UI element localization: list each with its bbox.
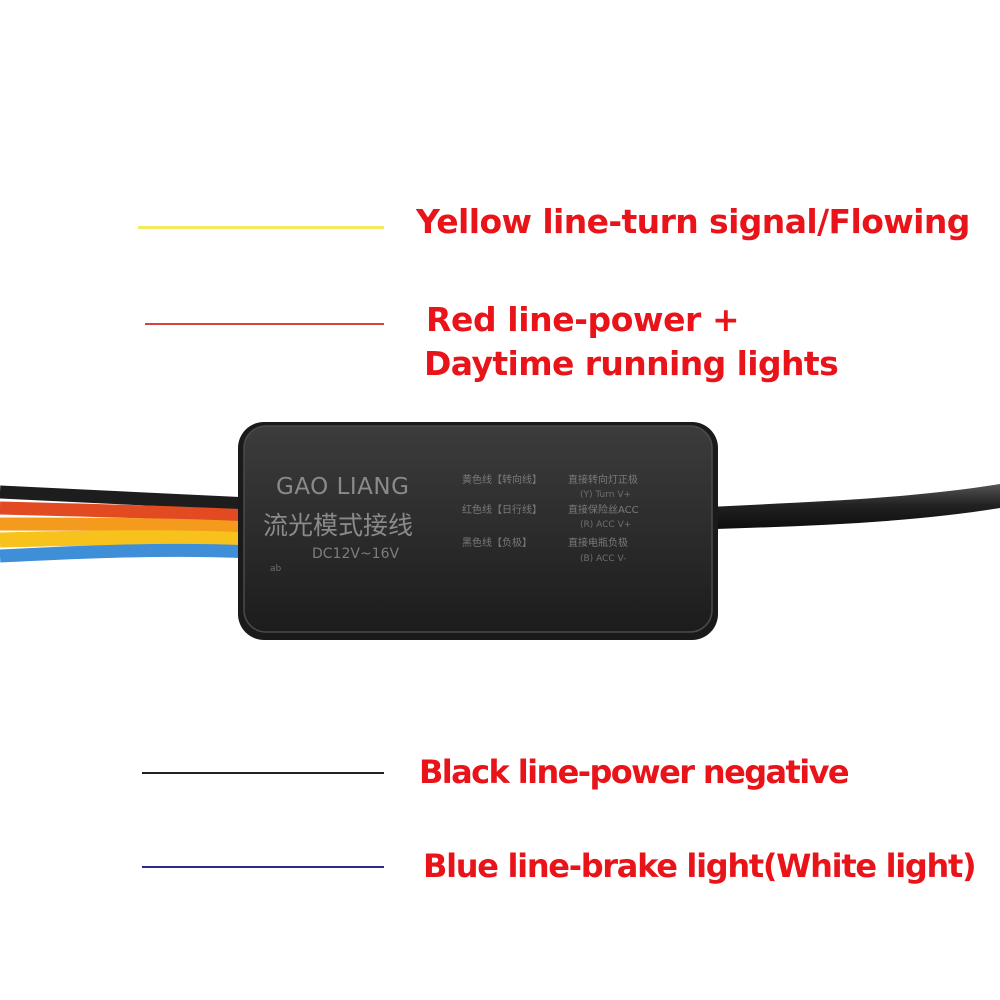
blue-line-sample — [142, 866, 384, 868]
label-row-yellow-sub: (Y) Turn V+ — [580, 490, 631, 500]
label-row-red-sub: (R) ACC V+ — [580, 520, 631, 530]
module-case-edge — [243, 425, 713, 633]
yellow-line-label: Yellow line-turn signal/Flowing — [416, 202, 970, 241]
label-row-black: 黑色线【负极】 — [462, 536, 532, 549]
module-name-cn: 流光模式接线 — [263, 511, 413, 540]
black-line-sample — [142, 772, 384, 774]
wire-yellow — [0, 530, 251, 548]
module-mark: ab — [270, 564, 282, 574]
wire-blue — [0, 543, 251, 563]
wire-red — [0, 501, 251, 523]
label-row-black-sub: (B) ACC V- — [580, 554, 626, 564]
label-row-red-right: 直接保险丝ACC — [568, 503, 639, 516]
wire-black — [0, 485, 251, 511]
red-line-sample — [145, 323, 384, 325]
label-row-yellow-right: 直接转向灯正极 — [568, 473, 638, 486]
module-case-top — [244, 426, 712, 632]
red-line-label: Red line-power + — [426, 300, 740, 339]
module-voltage: DC12V~16V — [312, 546, 399, 562]
module-brand: GAO LIANG — [276, 474, 409, 500]
label-row-yellow: 黄色线【转向线】 — [462, 473, 542, 486]
wire-bundle — [0, 485, 251, 563]
blue-line-label: Blue line-brake light(White light) — [423, 847, 977, 885]
label-row-red: 红色线【日行线】 — [462, 503, 542, 516]
wire-orange — [0, 517, 251, 535]
yellow-line-sample — [138, 226, 384, 229]
label-row-black-right: 直接电瓶负极 — [568, 536, 628, 549]
controller-module-illustration: GAO LIANG 流光模式接线 DC12V~16V ab 黄色线【转向线】 直… — [0, 422, 1000, 640]
output-cable — [690, 484, 1000, 530]
black-line-label: Black line-power negative — [419, 753, 850, 791]
red-line-label-daytime: Daytime running lights — [424, 344, 839, 383]
